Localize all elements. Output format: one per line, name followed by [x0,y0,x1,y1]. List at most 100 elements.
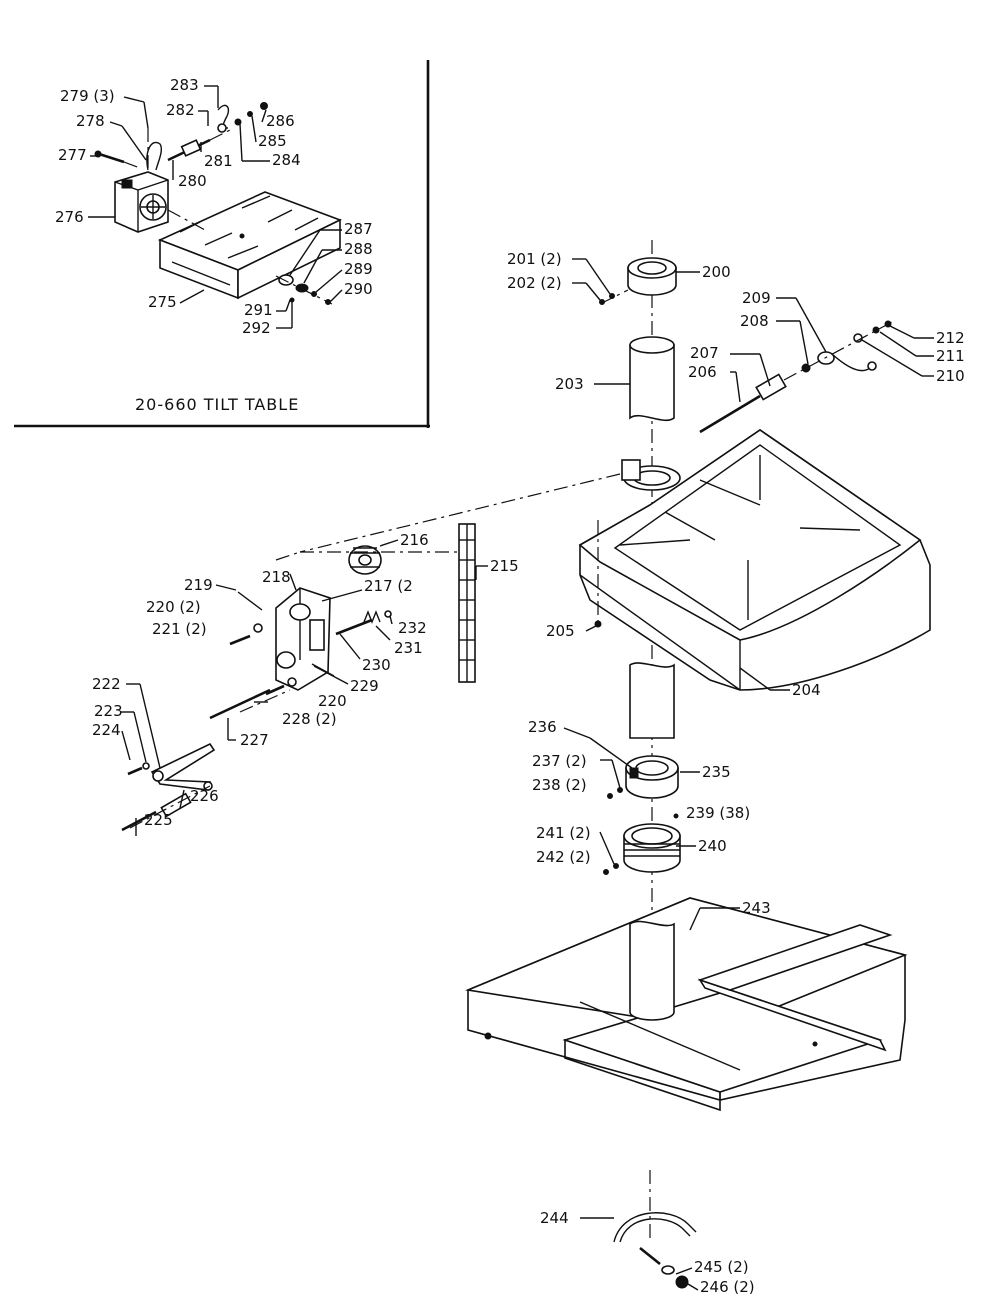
part-237-setscrew [617,787,623,793]
part-206-shaft [699,394,761,434]
part-200-column-collar [627,257,677,296]
part-209-crank [817,351,877,372]
label-282: 282 [166,101,195,119]
label-228: 228 (2) [282,710,337,728]
part-242-setscrew [603,869,609,875]
part-227-shaft [209,688,271,720]
label-242: 242 (2) [536,848,591,866]
label-281: 281 [204,152,233,170]
label-202: 202 (2) [507,274,562,292]
label-220a: 220 (2) [146,598,201,616]
part-287-washer [278,274,294,286]
tilt-table-inset: 279 (3) 278 277 276 275 283 282 281 280 … [14,60,430,428]
label-241: 241 (2) [536,824,591,842]
part-243-base [465,897,908,1112]
part-241-setscrew [613,863,619,869]
label-276: 276 [55,208,84,226]
label-278: 278 [76,112,105,130]
part-277-screw [94,150,141,169]
label-245: 245 (2) [694,1258,749,1276]
label-225: 225 [144,811,173,829]
part-208-washer [801,363,811,373]
label-221: 221 (2) [152,620,207,638]
part-239-ball [673,813,679,819]
part-276-tilt-bracket [114,171,206,233]
label-280: 280 [178,172,207,190]
label-224: 224 [92,721,121,739]
part-245-washer [661,1265,675,1275]
part-220-washer [253,623,263,633]
label-206: 206 [688,363,717,381]
part-223-washer [142,762,150,770]
label-243: 243 [742,899,771,917]
label-207: 207 [690,344,719,362]
part-225-pin [121,810,157,832]
label-277: 277 [58,146,87,164]
part-292-screw [289,297,295,303]
column-lower-section [629,662,675,739]
label-223: 223 [94,702,123,720]
label-288: 288 [344,240,373,258]
label-209: 209 [742,289,771,307]
label-286: 286 [266,112,295,130]
label-218: 218 [262,568,291,586]
part-280-281-shaft [167,129,231,162]
label-222: 222 [92,675,121,693]
part-235-collar [625,755,679,799]
part-240-ring-gear [623,823,681,873]
label-219: 219 [184,576,213,594]
label-292: 292 [242,319,271,337]
part-284-nut [234,118,242,126]
label-237: 237 (2) [532,752,587,770]
label-203: 203 [555,375,584,393]
part-207-bushing [755,373,787,401]
part-218-bracket [275,587,331,691]
part-215-rack [458,523,476,683]
label-216: 216 [400,531,429,549]
label-200: 200 [702,263,731,281]
label-220b: 220 [318,692,347,710]
part-244-handle [613,1212,697,1266]
part-238-setscrew [607,793,613,799]
part-278-spring [146,141,163,171]
label-208: 208 [740,312,769,330]
label-239: 239 (38) [686,804,750,822]
part-219-pin [237,591,263,611]
label-215: 215 [490,557,519,575]
label-287: 287 [344,220,373,238]
part-220-washer-b [287,677,297,687]
label-285: 285 [258,132,287,150]
part-222-crank-arm [150,742,216,791]
part-275-tilt-table [157,191,343,300]
label-205: 205 [546,622,575,640]
label-275: 275 [148,293,177,311]
label-289: 289 [344,260,373,278]
part-232-washer [384,610,392,618]
label-240: 240 [698,837,727,855]
label-212: 212 [936,329,965,347]
part-224-screw [127,766,143,776]
label-217: 217 (2 [364,577,413,595]
main-leaders [121,258,934,1291]
label-279: 279 (3) [60,87,115,105]
label-232: 232 [398,619,427,637]
part-246-knob [675,1275,689,1289]
part-286-knob [260,102,268,110]
label-238: 238 (2) [532,776,587,794]
label-204: 204 [792,681,821,699]
label-283: 283 [170,76,199,94]
part-216-gear [348,545,382,575]
part-228-screw [265,684,285,696]
label-244: 244 [540,1209,569,1227]
label-284: 284 [272,151,301,169]
label-210: 210 [936,367,965,385]
bracket-leader [299,473,621,553]
inset-leaders [88,85,343,329]
part-230-shaft [335,618,373,636]
inset-caption: 20-660 TILT TABLE [135,395,299,414]
label-290: 290 [344,280,373,298]
label-226: 226 [190,787,219,805]
label-227: 227 [240,731,269,749]
label-236: 236 [528,718,557,736]
